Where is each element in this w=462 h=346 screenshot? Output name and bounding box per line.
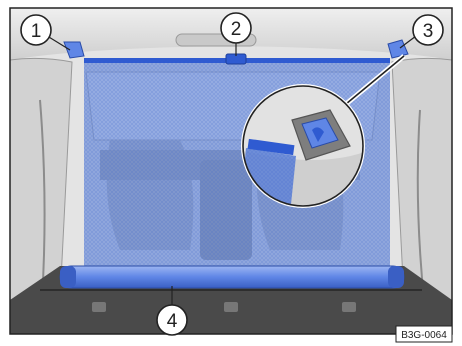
callout-1-label: 1 <box>31 21 42 42</box>
roller-bar <box>60 266 404 288</box>
roller-end-left <box>60 266 76 288</box>
reference-code: B3G-0064 <box>401 330 447 341</box>
tie-down-left <box>92 302 106 312</box>
callout-1: 1 <box>21 15 51 45</box>
callout-2: 2 <box>221 13 251 43</box>
callout-4-label: 4 <box>167 311 178 332</box>
callout-2-label: 2 <box>231 19 242 40</box>
reference-code-box: B3G-0064 <box>396 326 452 342</box>
tie-down-right <box>342 302 356 312</box>
callout-3-label: 3 <box>423 21 434 42</box>
roller-tube <box>60 266 404 288</box>
callout-3: 3 <box>413 15 443 45</box>
roller-end-right <box>388 266 404 288</box>
callout-4: 4 <box>157 305 187 335</box>
tie-down-center <box>224 302 238 312</box>
